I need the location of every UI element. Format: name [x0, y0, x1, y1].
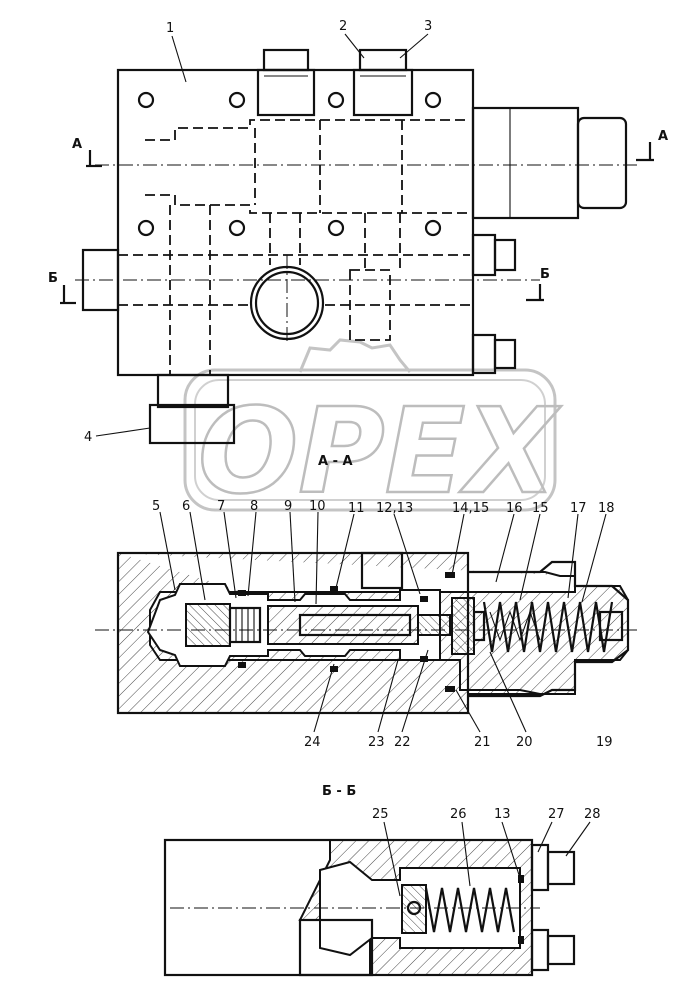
top-fitting-right — [352, 48, 414, 117]
bb-plunger — [401, 884, 427, 934]
svg-text:А: А — [658, 129, 668, 144]
section-marker-a-left: А — [72, 137, 102, 168]
section-aa — [95, 551, 640, 715]
svg-text:А: А — [72, 137, 82, 152]
section-bb-title: Б - Б — [322, 784, 356, 799]
bb-leaders — [383, 821, 591, 897]
spring-housing — [468, 560, 630, 698]
svg-text:16: 16 — [506, 501, 523, 516]
svg-text:5: 5 — [152, 499, 160, 514]
svg-text:11: 11 — [348, 501, 365, 516]
bottom-fitting — [148, 403, 236, 445]
svg-text:19: 19 — [596, 735, 613, 750]
o-rings — [238, 572, 455, 692]
aa-callouts-top: 5 6 7 8 9 10 11 12,13 14,15 16 15 17 18 — [152, 499, 615, 516]
bb-end-plug — [530, 843, 550, 892]
svg-text:14,15: 14,15 — [452, 501, 489, 516]
svg-text:8: 8 — [250, 499, 258, 514]
svg-text:12,13: 12,13 — [376, 501, 413, 516]
svg-text:26: 26 — [450, 807, 467, 822]
aa-callouts-bottom: 24 23 22 21 20 19 — [304, 735, 613, 750]
section-bb — [163, 838, 576, 977]
bottom-port — [156, 373, 230, 409]
bb-lower-port — [298, 918, 374, 977]
svg-text:27: 27 — [548, 807, 565, 822]
svg-text:22: 22 — [394, 735, 411, 750]
piston — [451, 597, 486, 655]
svg-text:6: 6 — [182, 499, 190, 514]
side-plug-lower — [471, 333, 497, 375]
svg-text:10: 10 — [309, 499, 326, 514]
svg-text:28: 28 — [584, 807, 601, 822]
svg-text:15: 15 — [532, 501, 549, 516]
watermark-logo: OPEX — [183, 338, 563, 521]
spring — [482, 601, 614, 653]
svg-text:23: 23 — [368, 735, 385, 750]
svg-text:18: 18 — [598, 501, 615, 516]
mounting-bolts — [137, 91, 442, 237]
svg-text:7: 7 — [217, 499, 225, 514]
gear-icon — [298, 338, 412, 373]
section-marker-b-right: Б — [526, 267, 550, 302]
svg-text:Б: Б — [48, 271, 58, 286]
callout-3: 3 — [424, 19, 432, 34]
svg-text:20: 20 — [516, 735, 533, 750]
svg-text:13: 13 — [494, 807, 511, 822]
spool — [185, 603, 451, 647]
svg-text:9: 9 — [284, 499, 292, 514]
svg-text:24: 24 — [304, 735, 321, 750]
watermark-text: OPEX — [198, 382, 561, 520]
callout-4: 4 — [84, 430, 92, 445]
top-leaders — [95, 33, 429, 437]
bb-spring — [424, 887, 516, 933]
aa-leaders — [159, 511, 607, 733]
svg-text:25: 25 — [372, 807, 389, 822]
side-plug-upper — [471, 233, 497, 277]
svg-text:Б: Б — [540, 267, 550, 282]
callout-1: 1 — [166, 21, 174, 36]
callout-2: 2 — [339, 19, 347, 34]
svg-text:17: 17 — [570, 501, 587, 516]
svg-text:21: 21 — [474, 735, 491, 750]
relief-cartridge — [471, 106, 628, 220]
bb-callouts: 25 26 13 27 28 — [372, 807, 601, 822]
hidden-channels — [118, 119, 470, 375]
aa-top-port — [360, 551, 404, 590]
section-marker-a-right: А — [636, 129, 668, 162]
section-marker-b-left: Б — [48, 271, 76, 305]
top-fitting-left — [256, 48, 316, 117]
top-view: А А Б Б 1 2 3 4 — [48, 19, 668, 445]
section-aa-title: А - А — [318, 454, 353, 469]
